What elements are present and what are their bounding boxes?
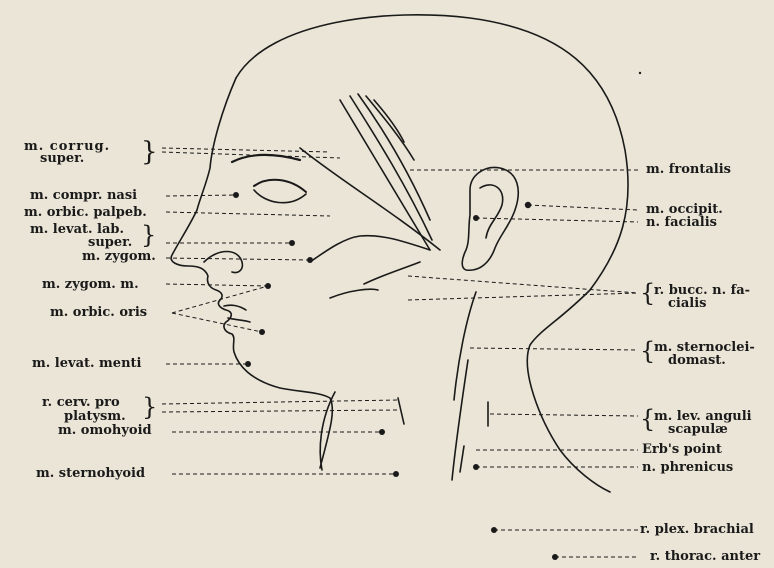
frontalis-strand xyxy=(340,100,430,250)
phrenic-mark xyxy=(460,446,464,472)
label-sterno-domast: domast. xyxy=(668,354,726,367)
leader-zygom-m xyxy=(166,284,268,286)
leader-facialis xyxy=(476,218,638,222)
eye-upper-lid xyxy=(254,180,306,192)
leader-lev xyxy=(490,414,638,416)
frontalis-strand xyxy=(358,94,430,220)
label-levat-menti: m. levat. menti xyxy=(32,357,141,370)
point-orbic-oris xyxy=(259,329,265,335)
facial-nerve-branch xyxy=(300,148,440,250)
point-levat-lab xyxy=(289,240,295,246)
frontalis-strand xyxy=(350,96,432,240)
leader-bucc-1 xyxy=(408,276,638,293)
point-phrenicus xyxy=(473,464,479,470)
facial-nerve-branch xyxy=(330,289,378,298)
point-zygom-m xyxy=(265,283,271,289)
leader-corrug xyxy=(162,148,330,152)
label-corrug-super: super. xyxy=(40,152,84,165)
stray-dot xyxy=(639,72,641,74)
point-sternohyoid xyxy=(393,471,399,477)
label-omohyoid: m. omohyoid xyxy=(58,424,152,437)
label-zygom: m. zygom. xyxy=(82,250,156,263)
label-phrenicus: n. phrenicus xyxy=(642,461,733,474)
brace-levat-lab: } xyxy=(141,224,156,246)
brace-cerv: } xyxy=(142,396,157,418)
label-orbic-oris: m. orbic. oris xyxy=(50,306,147,319)
label-bucc-cialis: cialis xyxy=(668,297,706,310)
brace-sterno: { xyxy=(640,340,655,362)
leader-occipit xyxy=(528,205,638,210)
frontalis-strand xyxy=(374,100,404,142)
label-levat-lab-super: super. xyxy=(88,236,132,249)
leader-orbic-oris-2 xyxy=(172,313,262,332)
point-plex xyxy=(491,527,497,533)
ear-inner xyxy=(480,185,503,238)
facial-nerve-branch xyxy=(310,236,430,262)
label-cerv-platysm: platysm. xyxy=(64,410,126,423)
point-occipit xyxy=(525,202,531,208)
label-thorac: r. thorac. anter xyxy=(650,550,760,563)
label-compr-nasi: m. compr. nasi xyxy=(30,189,137,202)
brace-corrug: } xyxy=(141,140,158,164)
leader-sterno xyxy=(470,348,638,350)
brace-bucc: { xyxy=(640,282,655,304)
label-zygom-m: m. zygom. m. xyxy=(42,278,139,291)
eye-lower-lid xyxy=(254,190,306,203)
leader-orbic-oris-1 xyxy=(172,286,268,313)
leader-bucc-2 xyxy=(408,293,638,300)
leader-zygom xyxy=(166,258,310,260)
label-lev-scapulae: scapulæ xyxy=(668,423,728,436)
label-plex: r. plex. brachial xyxy=(640,523,754,536)
leader-cerv-1 xyxy=(162,400,398,404)
face-profile xyxy=(171,78,332,468)
brace-lev: { xyxy=(640,408,655,430)
point-facialis xyxy=(473,215,479,221)
lower-lip xyxy=(228,318,250,322)
leader-orbic-palpeb xyxy=(166,212,330,216)
label-sternohyoid: m. sternohyoid xyxy=(36,467,145,480)
point-omohyoid xyxy=(379,429,385,435)
label-cerv: r. cerv. pro xyxy=(42,396,120,409)
ear xyxy=(462,167,518,270)
nostril xyxy=(204,252,242,273)
point-zygom xyxy=(307,257,313,263)
point-compr-nasi xyxy=(233,192,239,198)
sternocleidomastoid-lower xyxy=(452,360,468,480)
label-facialis: n. facialis xyxy=(646,216,717,229)
point-thorac xyxy=(552,554,558,560)
facial-nerve-branch xyxy=(364,262,420,284)
head-outline xyxy=(236,15,628,492)
label-frontalis: m. frontalis xyxy=(646,163,731,176)
mouth xyxy=(224,305,246,310)
label-orbic-palpeb: m. orbic. palpeb. xyxy=(24,206,147,219)
frontalis-strand xyxy=(366,96,414,160)
leader-cerv-2 xyxy=(162,410,398,412)
platysma-mark xyxy=(398,398,404,424)
point-levat-menti xyxy=(245,361,251,367)
label-erbs: Erb's point xyxy=(642,443,722,456)
